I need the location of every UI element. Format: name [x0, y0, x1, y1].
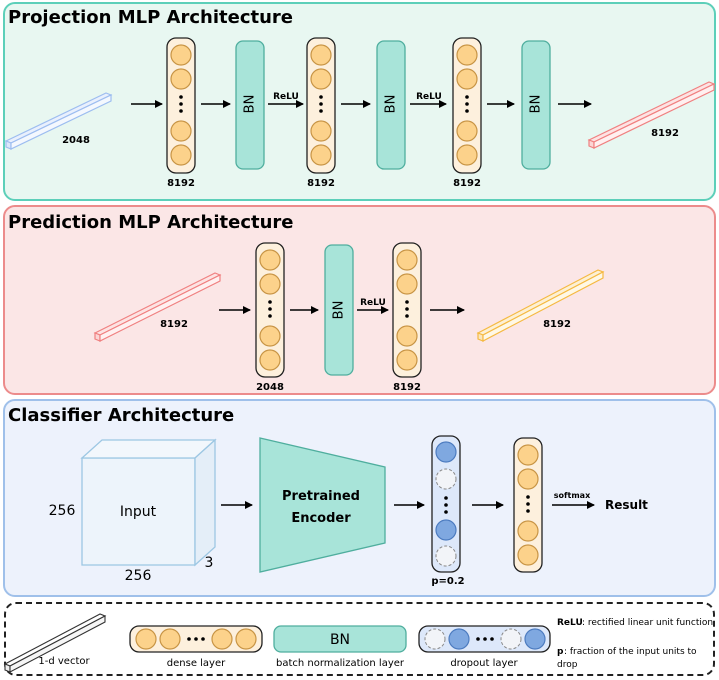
neuron: [396, 325, 418, 347]
projection-dense-layer-1: [166, 37, 196, 174]
legend-bn-text: BN: [330, 632, 350, 648]
neuron: [310, 68, 332, 90]
projection-layer1-size: 8192: [167, 178, 195, 189]
input-width: 256: [125, 568, 152, 584]
neuron: [396, 273, 418, 295]
classifier-title: Classifier Architecture: [8, 405, 235, 426]
neuron: [456, 144, 478, 166]
legend-bn-icon: [273, 625, 407, 653]
prediction-panel: [3, 205, 716, 395]
projection-output-vector: [587, 81, 716, 149]
projection-layer3-size: 8192: [453, 178, 481, 189]
projection-bn-2: [376, 40, 406, 170]
neuron: [396, 249, 418, 271]
prediction-bn: [324, 244, 354, 376]
dropout-column: [431, 435, 461, 573]
input-height: 256: [49, 503, 76, 519]
neuron: [170, 68, 192, 90]
legend-dropout-icon: [418, 625, 551, 653]
projection-bn-label: BN: [243, 95, 258, 114]
legend-bn-label: batch normalization layer: [276, 658, 405, 669]
neuron: [310, 120, 332, 142]
neuron: [517, 520, 539, 542]
projection-output-size: 8192: [651, 128, 679, 139]
classifier-dense-layer: [513, 437, 543, 573]
legend-p-desc-line2: drop: [557, 660, 578, 670]
neuron: [396, 349, 418, 371]
neuron: [259, 349, 281, 371]
prediction-output-vector: [476, 269, 605, 342]
neuron: [259, 273, 281, 295]
neuron: [259, 325, 281, 347]
prediction-dense-layer-1: [255, 242, 285, 378]
result-label: Result: [605, 498, 648, 512]
softmax-label: softmax: [554, 491, 591, 500]
prediction-input-vector: [93, 272, 222, 342]
legend-p-desc-line1: : fraction of the input units to: [564, 647, 697, 657]
neuron: [517, 444, 539, 466]
projection-relu-label-1: ReLU: [273, 92, 299, 102]
input-cube: [80, 438, 217, 567]
input-label: Input: [120, 504, 157, 520]
projection-dense-layer-3: [452, 37, 482, 174]
prediction-dense-layer-2: [392, 242, 422, 378]
prediction-relu-label: ReLU: [360, 298, 386, 308]
neuron: [517, 544, 539, 566]
neuron: [170, 144, 192, 166]
projection-layer2-size: 8192: [307, 178, 335, 189]
projection-bn-label: BN: [529, 95, 544, 114]
legend-p-key: p: [557, 647, 564, 657]
neuron: [456, 68, 478, 90]
projection-bn-label: BN: [384, 95, 399, 114]
legend-vector-label: 1-d vector: [38, 656, 90, 667]
input-channels: 3: [205, 555, 214, 571]
prediction-title: Prediction MLP Architecture: [8, 212, 294, 233]
neuron: [310, 44, 332, 66]
neuron: [456, 44, 478, 66]
legend-vector-icon: [3, 613, 107, 673]
neuron: [310, 144, 332, 166]
prediction-layer1-size: 2048: [256, 382, 284, 393]
dropout-p-label: p=0.2: [431, 576, 464, 587]
projection-title: Projection MLP Architecture: [8, 7, 293, 28]
legend-dense-label: dense layer: [167, 658, 226, 669]
prediction-layer2-size: 8192: [393, 382, 421, 393]
projection-relu-label-2: ReLU: [416, 92, 442, 102]
legend-dense-icon: [129, 625, 263, 653]
legend-dropout-label: dropout layer: [450, 658, 518, 669]
neuron: [259, 249, 281, 271]
projection-panel: [3, 2, 716, 201]
encoder-label-line1: Pretrained: [282, 489, 360, 504]
projection-bn-3: [521, 40, 551, 170]
projection-bn-1: [235, 40, 265, 170]
projection-dense-layer-2: [306, 37, 336, 174]
prediction-output-size: 8192: [543, 319, 571, 330]
neuron: [170, 44, 192, 66]
encoder-label-line2: Encoder: [291, 511, 351, 526]
prediction-bn-label: BN: [332, 301, 347, 320]
projection-input-vector: [4, 92, 113, 150]
prediction-input-size: 8192: [160, 319, 188, 330]
pretrained-encoder: [259, 437, 386, 573]
neuron: [170, 120, 192, 142]
neuron: [517, 468, 539, 490]
legend-relu-desc: : rectified linear unit function: [582, 618, 713, 628]
neuron: [456, 120, 478, 142]
projection-input-size: 2048: [62, 135, 90, 146]
legend-relu-key: ReLU: [557, 618, 583, 628]
